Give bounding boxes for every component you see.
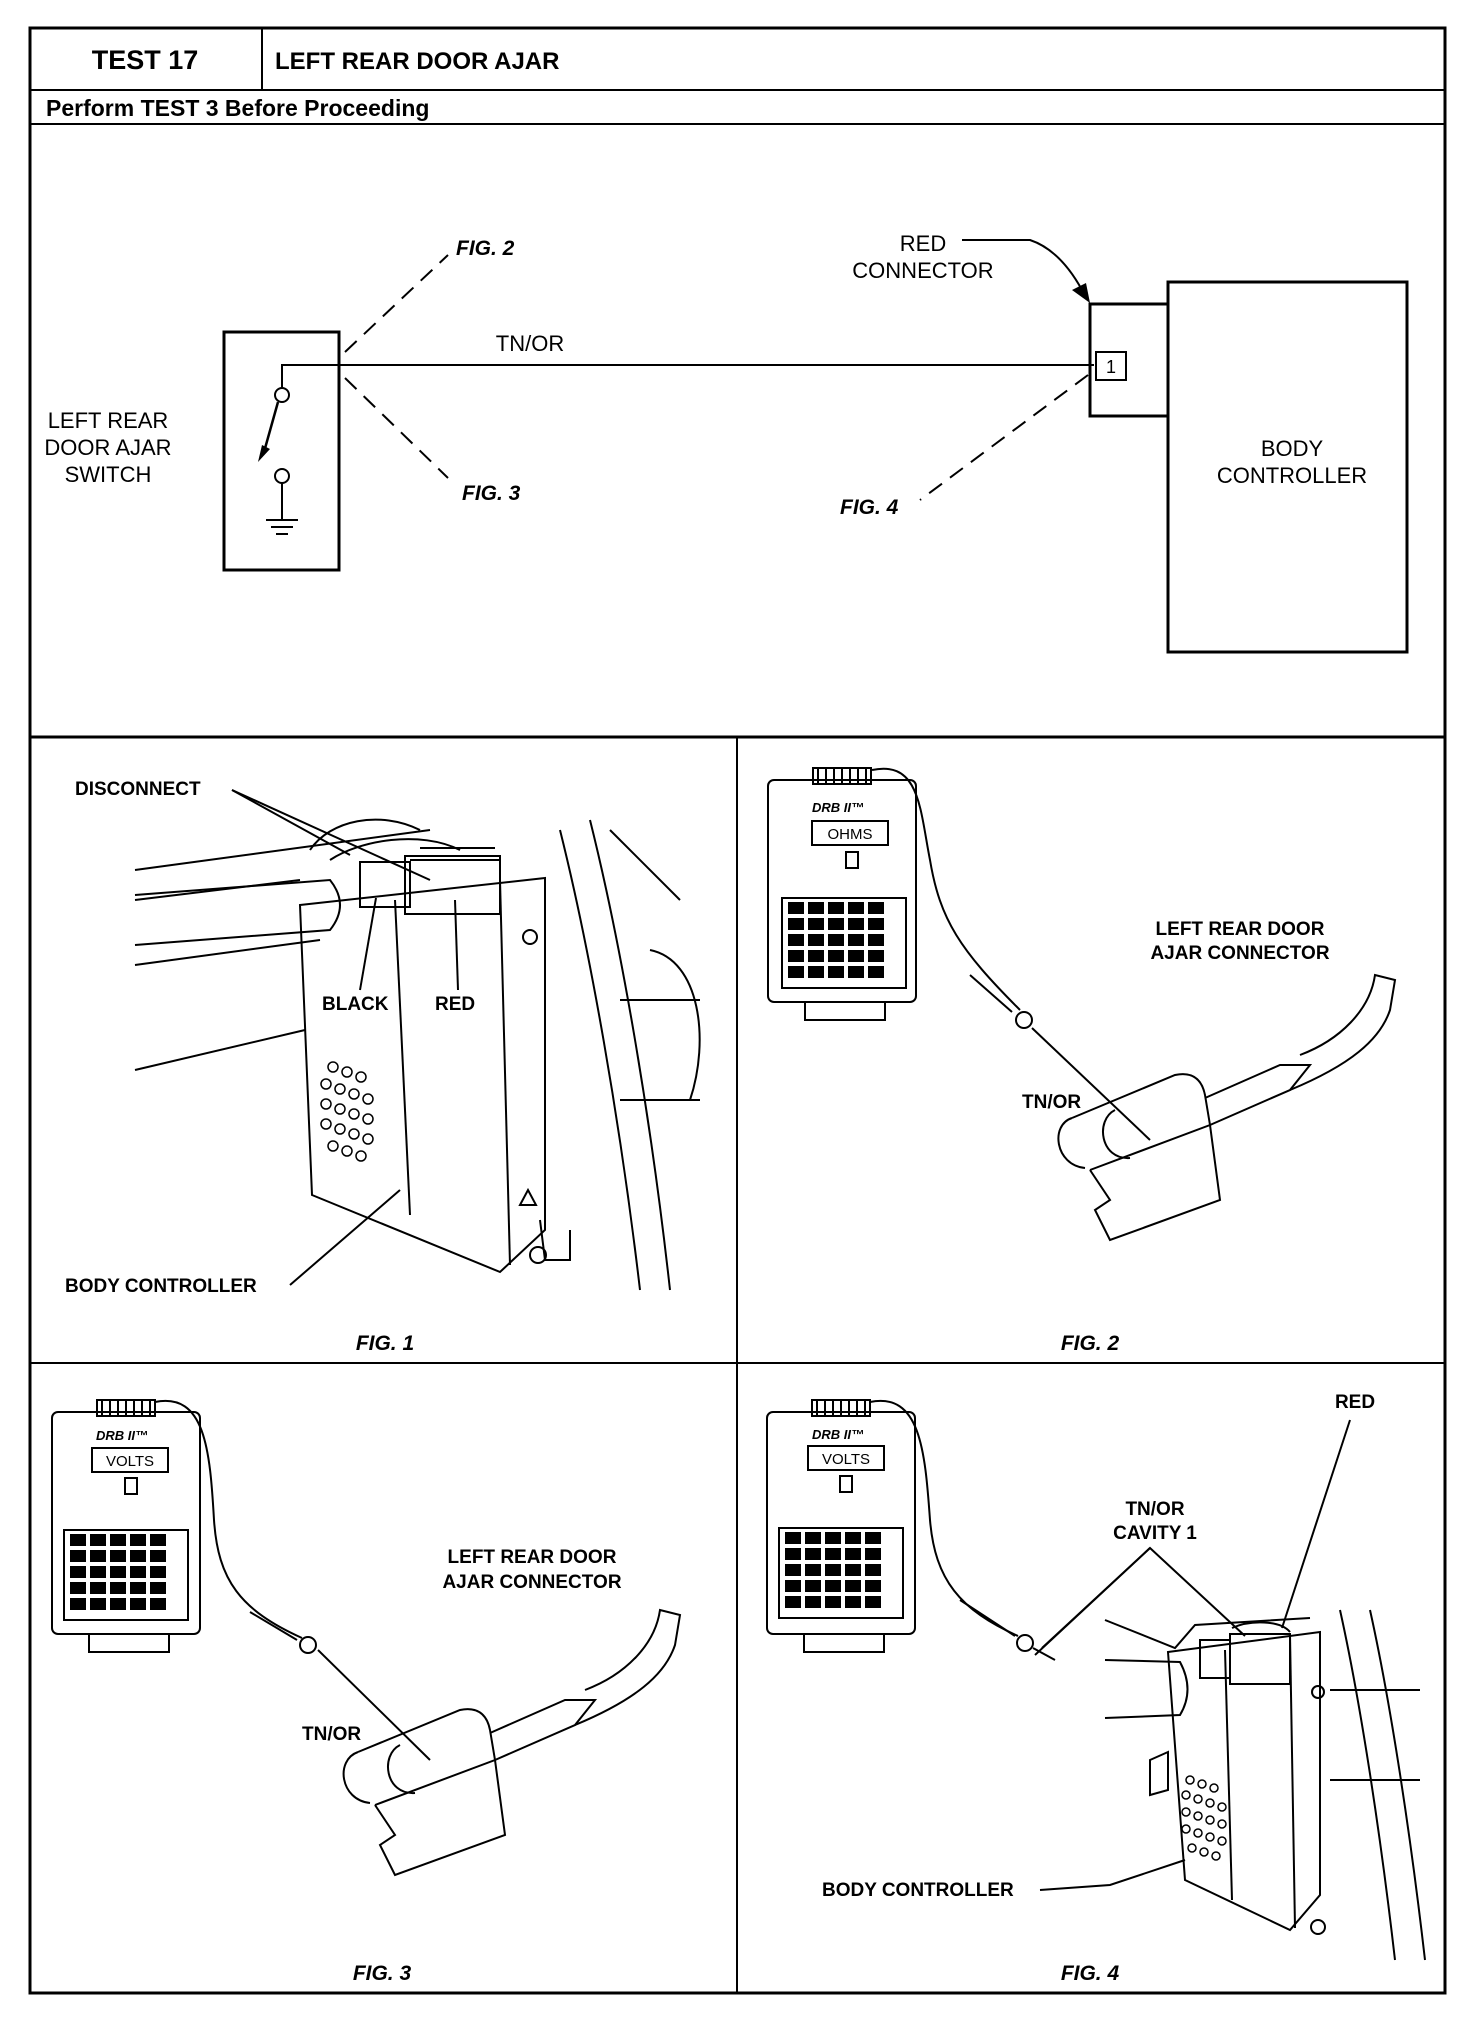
fig3-keypad <box>70 1534 166 1610</box>
fig1-illustration <box>134 818 701 1291</box>
fig2-wire-label: TN/OR <box>1022 1092 1081 1113</box>
pin-number: 1 <box>1106 357 1116 377</box>
fig-2-ref: FIG. 2 <box>456 237 515 260</box>
arrow-icon <box>1072 283 1090 303</box>
fig2-caption: FIG. 2 <box>1061 1332 1120 1355</box>
fig2-tester-brand: DRB II™ <box>812 800 864 815</box>
schematic <box>222 239 1409 654</box>
fig1-black-label: BLACK <box>322 994 389 1015</box>
fig4-red-label: RED <box>1335 1392 1375 1413</box>
fig4-display-readout: VOLTS <box>822 1451 870 1468</box>
fig1-vent-holes <box>320 1061 374 1162</box>
fig4-tester <box>766 1399 916 1653</box>
fig4-controller-illustration <box>869 1399 1426 1961</box>
pin-1-box <box>1095 351 1127 381</box>
fig4-cavity-label-line1: TN/OR <box>1125 1499 1184 1520</box>
fig1-caption: FIG. 1 <box>356 1332 414 1355</box>
fig4-cavity-label-line2: CAVITY 1 <box>1113 1523 1197 1544</box>
fig1-disconnect-label: DISCONNECT <box>75 779 201 800</box>
fig3-tester <box>51 1399 201 1653</box>
door-ajar-switch <box>222 330 341 572</box>
fig4-keypad <box>785 1532 881 1608</box>
fig2-probe-and-connector <box>871 767 1397 1242</box>
switch-label-line1: LEFT REAR <box>48 408 169 433</box>
controller-label-line2: CONTROLLER <box>1217 463 1367 488</box>
fig3-caption: FIG. 3 <box>353 1962 412 1985</box>
ground-icon <box>266 519 298 535</box>
switch-contact-top <box>274 387 290 403</box>
wire-label: TN/OR <box>496 331 564 356</box>
switch-label-line3: SWITCH <box>65 462 152 487</box>
fig-4-ref: FIG. 4 <box>840 496 899 519</box>
fig3-wire-label: TN/OR <box>302 1724 361 1745</box>
fig1-body-controller-label: BODY CONTROLLER <box>65 1276 257 1297</box>
fig2-keypad <box>788 902 884 978</box>
fig2-connector-label-line1: LEFT REAR DOOR <box>1156 919 1325 940</box>
connector-label-line1: RED <box>900 231 946 256</box>
fig4-tester-brand: DRB II™ <box>812 1427 864 1442</box>
fig3-display-readout: VOLTS <box>106 1453 154 1470</box>
body-controller-box <box>1166 280 1409 654</box>
fig2-tester <box>767 767 917 1021</box>
connector-label-line2: CONNECTOR <box>852 258 993 283</box>
fig1-red-label: RED <box>435 994 475 1015</box>
fig3-probe-and-connector <box>154 1399 682 1877</box>
fig4-body-controller-label: BODY CONTROLLER <box>822 1880 1014 1901</box>
test-number: TEST 17 <box>92 45 199 75</box>
fig4-vent-holes <box>1181 1775 1227 1861</box>
fig2-display-readout: OHMS <box>828 826 873 843</box>
switch-label-line2: DOOR AJAR <box>44 435 171 460</box>
fig-3-ref: FIG. 3 <box>462 482 521 505</box>
fig4-caption: FIG. 4 <box>1061 1962 1120 1985</box>
switch-contact-bottom <box>274 468 290 484</box>
red-connector <box>1088 302 1170 418</box>
controller-label-line1: BODY <box>1261 436 1324 461</box>
fig3-tester-brand: DRB II™ <box>96 1428 148 1443</box>
prerequisite-note: Perform TEST 3 Before Proceeding <box>46 95 429 121</box>
test-title: LEFT REAR DOOR AJAR <box>275 48 559 75</box>
page-frame <box>28 26 1447 1995</box>
switch-arrow-icon <box>258 445 270 462</box>
fig3-connector-label-line2: AJAR CONNECTOR <box>442 1572 621 1593</box>
fig2-connector-label-line2: AJAR CONNECTOR <box>1150 943 1329 964</box>
tn-or-wire <box>281 364 1094 388</box>
fig3-connector-label-line1: LEFT REAR DOOR <box>448 1547 617 1568</box>
